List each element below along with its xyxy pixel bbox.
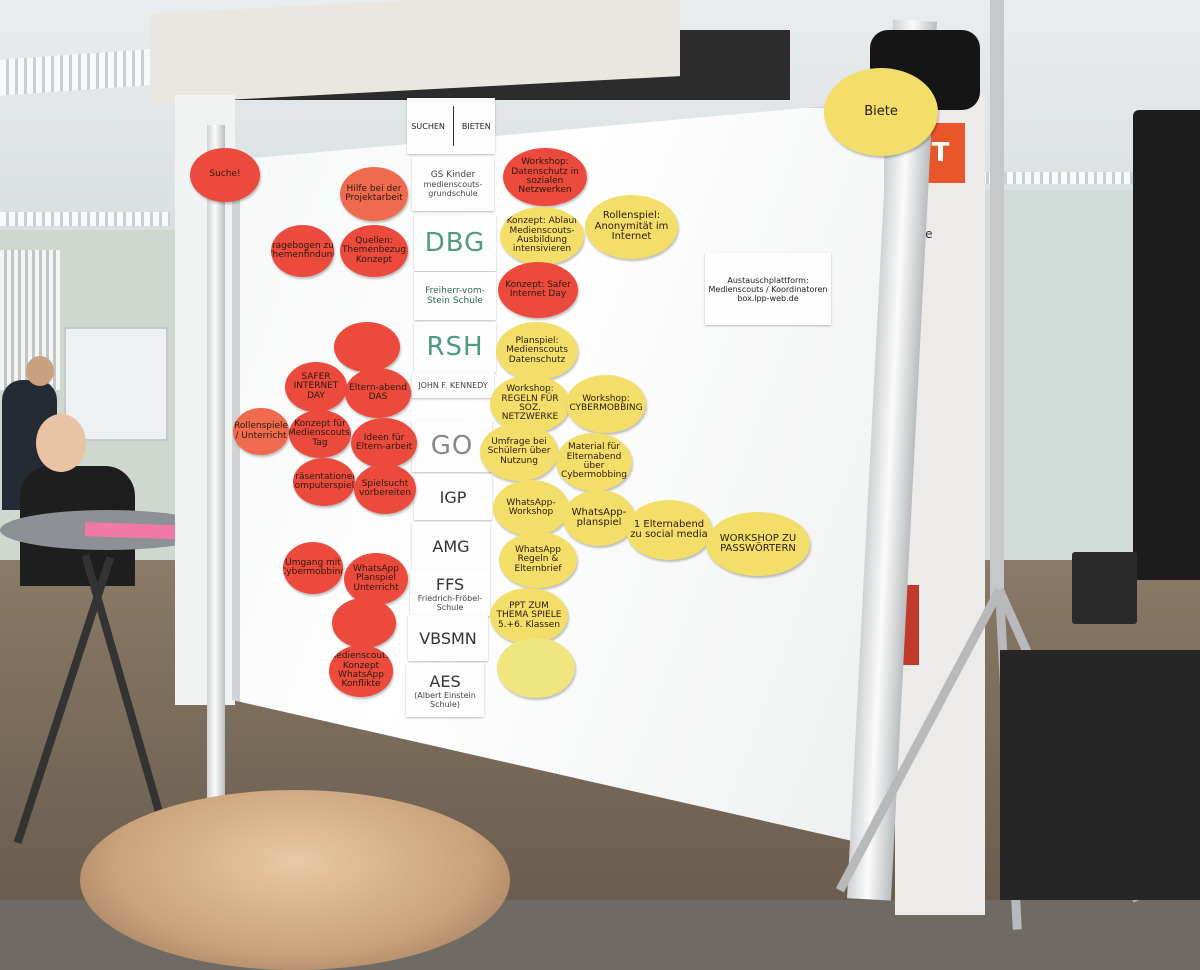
school-card: JOHN F. KENNEDY: [412, 372, 494, 398]
yellow-note: WORKSHOP ZU PASSWÖRTERN: [706, 512, 810, 576]
label-biete: Biete: [824, 68, 938, 156]
header-divider: [452, 106, 454, 146]
yellow-note: Umfrage bei Schülern über Nutzung: [480, 423, 558, 481]
header-search-label: SUCHEN: [411, 121, 445, 131]
yellow-note: Planspiel: Medienscouts Datenschutz: [496, 322, 578, 380]
red-note: Hilfe bei der Projektarbeit: [340, 167, 408, 221]
tripod-mast: [990, 0, 1004, 600]
red-note: Quellen: Themenbezug Konzept: [340, 225, 408, 277]
school-card: DBG: [414, 215, 496, 271]
school-card: FFS Friedrich-Fröbel-Schule: [410, 570, 490, 616]
header-card: SUCHEN BIETEN: [407, 98, 495, 154]
red-note: Workshop: Datenschutz in sozialen Netzwe…: [503, 148, 587, 206]
school-card: AES (Albert Einstein Schule): [406, 663, 484, 717]
info-card: Austauschplattform: Medienscouts / Koord…: [705, 253, 831, 325]
red-note: Spielsucht vorbereiten: [354, 464, 416, 514]
info-card-line: Austauschplattform:: [727, 275, 809, 285]
yellow-note: Konzept: Ablauf Medienscouts-Ausbildung …: [500, 207, 584, 265]
yellow-note: Workshop: CYBERMOBBING: [566, 375, 646, 433]
school-card: GS Kinder medienscouts-grundschule: [412, 157, 494, 211]
school-card: Freiherr-vom-Stein Schule: [414, 272, 496, 320]
person-head: [26, 356, 54, 386]
red-note: Medienscouts-Konzept WhatsApp Konflikte: [329, 645, 393, 697]
red-note: Präsentationen Computerspiele: [293, 458, 355, 506]
red-note: Eltern-abend DAS: [345, 368, 411, 418]
red-note: Rollenspiele / Unterricht: [233, 408, 289, 455]
school-card: AMG: [412, 522, 490, 570]
yellow-note: PPT ZUM THEMA SPIELE 5.+6. Klassen: [490, 588, 568, 644]
school-card: IGP: [414, 474, 492, 520]
school-card: VBSMN: [408, 615, 488, 661]
school-card: RSH: [414, 322, 496, 372]
speaker: [1133, 110, 1200, 580]
yellow-note: WhatsApp-Workshop: [493, 480, 569, 536]
yellow-note: WhatsApp Regeln & Elternbrief: [499, 532, 577, 588]
red-note: Konzept für Medienscouts-Tag: [289, 410, 351, 458]
red-note: [334, 322, 400, 372]
amplifier: [1072, 552, 1137, 624]
ceiling-light: [980, 172, 1150, 184]
yellow-note: [497, 638, 575, 698]
red-note: Fragebogen zur Themenfindung: [271, 225, 334, 277]
yellow-note: WhatsApp-planspiel: [563, 490, 635, 546]
foreground-head: [80, 790, 510, 970]
yellow-note: Material für Elternabend über Cybermobbi…: [556, 433, 632, 491]
black-cabinet: [1000, 650, 1200, 900]
red-note: WhatsApp Planspiel Unterricht: [344, 553, 408, 605]
info-card-line: box.lpp-web.de: [737, 293, 799, 303]
yellow-note: 1 Elternabend zu social media: [626, 500, 712, 560]
red-note: Konzept: Safer Internet Day: [498, 262, 578, 318]
red-note: [332, 598, 396, 648]
info-card-line: Medienscouts / Koordinatoren: [708, 284, 828, 294]
banner-figure: [903, 585, 919, 665]
red-note: Ideen für Eltern-arbeit: [351, 418, 417, 468]
pinboard: [64, 327, 168, 441]
red-note: Umgang mit Cybermobbing: [283, 542, 343, 594]
yellow-note: Rollenspiel: Anonymität im Internet: [585, 195, 678, 259]
header-offer-label: BIETEN: [461, 121, 491, 131]
pole-label-suche: Suche!: [190, 148, 260, 202]
school-card: GO: [412, 420, 492, 472]
person-head: [36, 414, 86, 472]
red-note: SAFER INTERNET DAY: [285, 362, 347, 412]
board-pole-left: [207, 125, 225, 830]
ceiling-light: [0, 212, 170, 226]
